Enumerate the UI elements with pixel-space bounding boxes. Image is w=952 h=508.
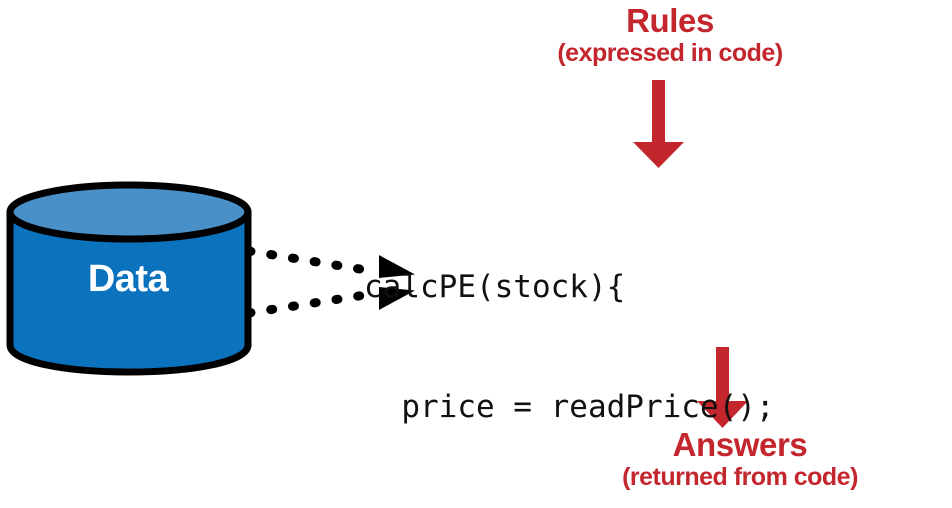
code-line: price = readPrice(); bbox=[364, 389, 775, 425]
rules-subtitle: (expressed in code) bbox=[557, 38, 783, 67]
answers-title: Answers bbox=[672, 426, 808, 463]
rules-arrow-icon bbox=[633, 80, 684, 168]
data-cylinder bbox=[6, 181, 252, 376]
rules-label: Rules (expressed in code) bbox=[470, 2, 870, 67]
answers-arrow-head bbox=[697, 401, 748, 428]
arrowhead-lower-icon bbox=[379, 287, 415, 310]
code-block: calcPE(stock){ price = readPrice(); earn… bbox=[364, 187, 887, 508]
cylinder-top bbox=[6, 181, 252, 243]
cylinder-body bbox=[6, 208, 252, 376]
dashed-line-lower bbox=[244, 288, 383, 318]
dashed-line-upper bbox=[244, 246, 383, 277]
code-line: calcPE(stock){ bbox=[364, 269, 626, 305]
arrowhead-upper-icon bbox=[379, 255, 415, 278]
answers-label: Answers (returned from code) bbox=[540, 426, 940, 491]
data-to-code-connectors bbox=[244, 246, 415, 318]
rules-arrow-shaft bbox=[652, 80, 665, 146]
answers-arrow-shaft bbox=[716, 347, 729, 405]
answers-arrow-icon bbox=[697, 347, 748, 428]
datastore-label: Data bbox=[87, 258, 169, 300]
answers-subtitle: (returned from code) bbox=[622, 462, 858, 491]
rules-title: Rules bbox=[626, 2, 714, 39]
rules-arrow-head bbox=[633, 142, 684, 168]
